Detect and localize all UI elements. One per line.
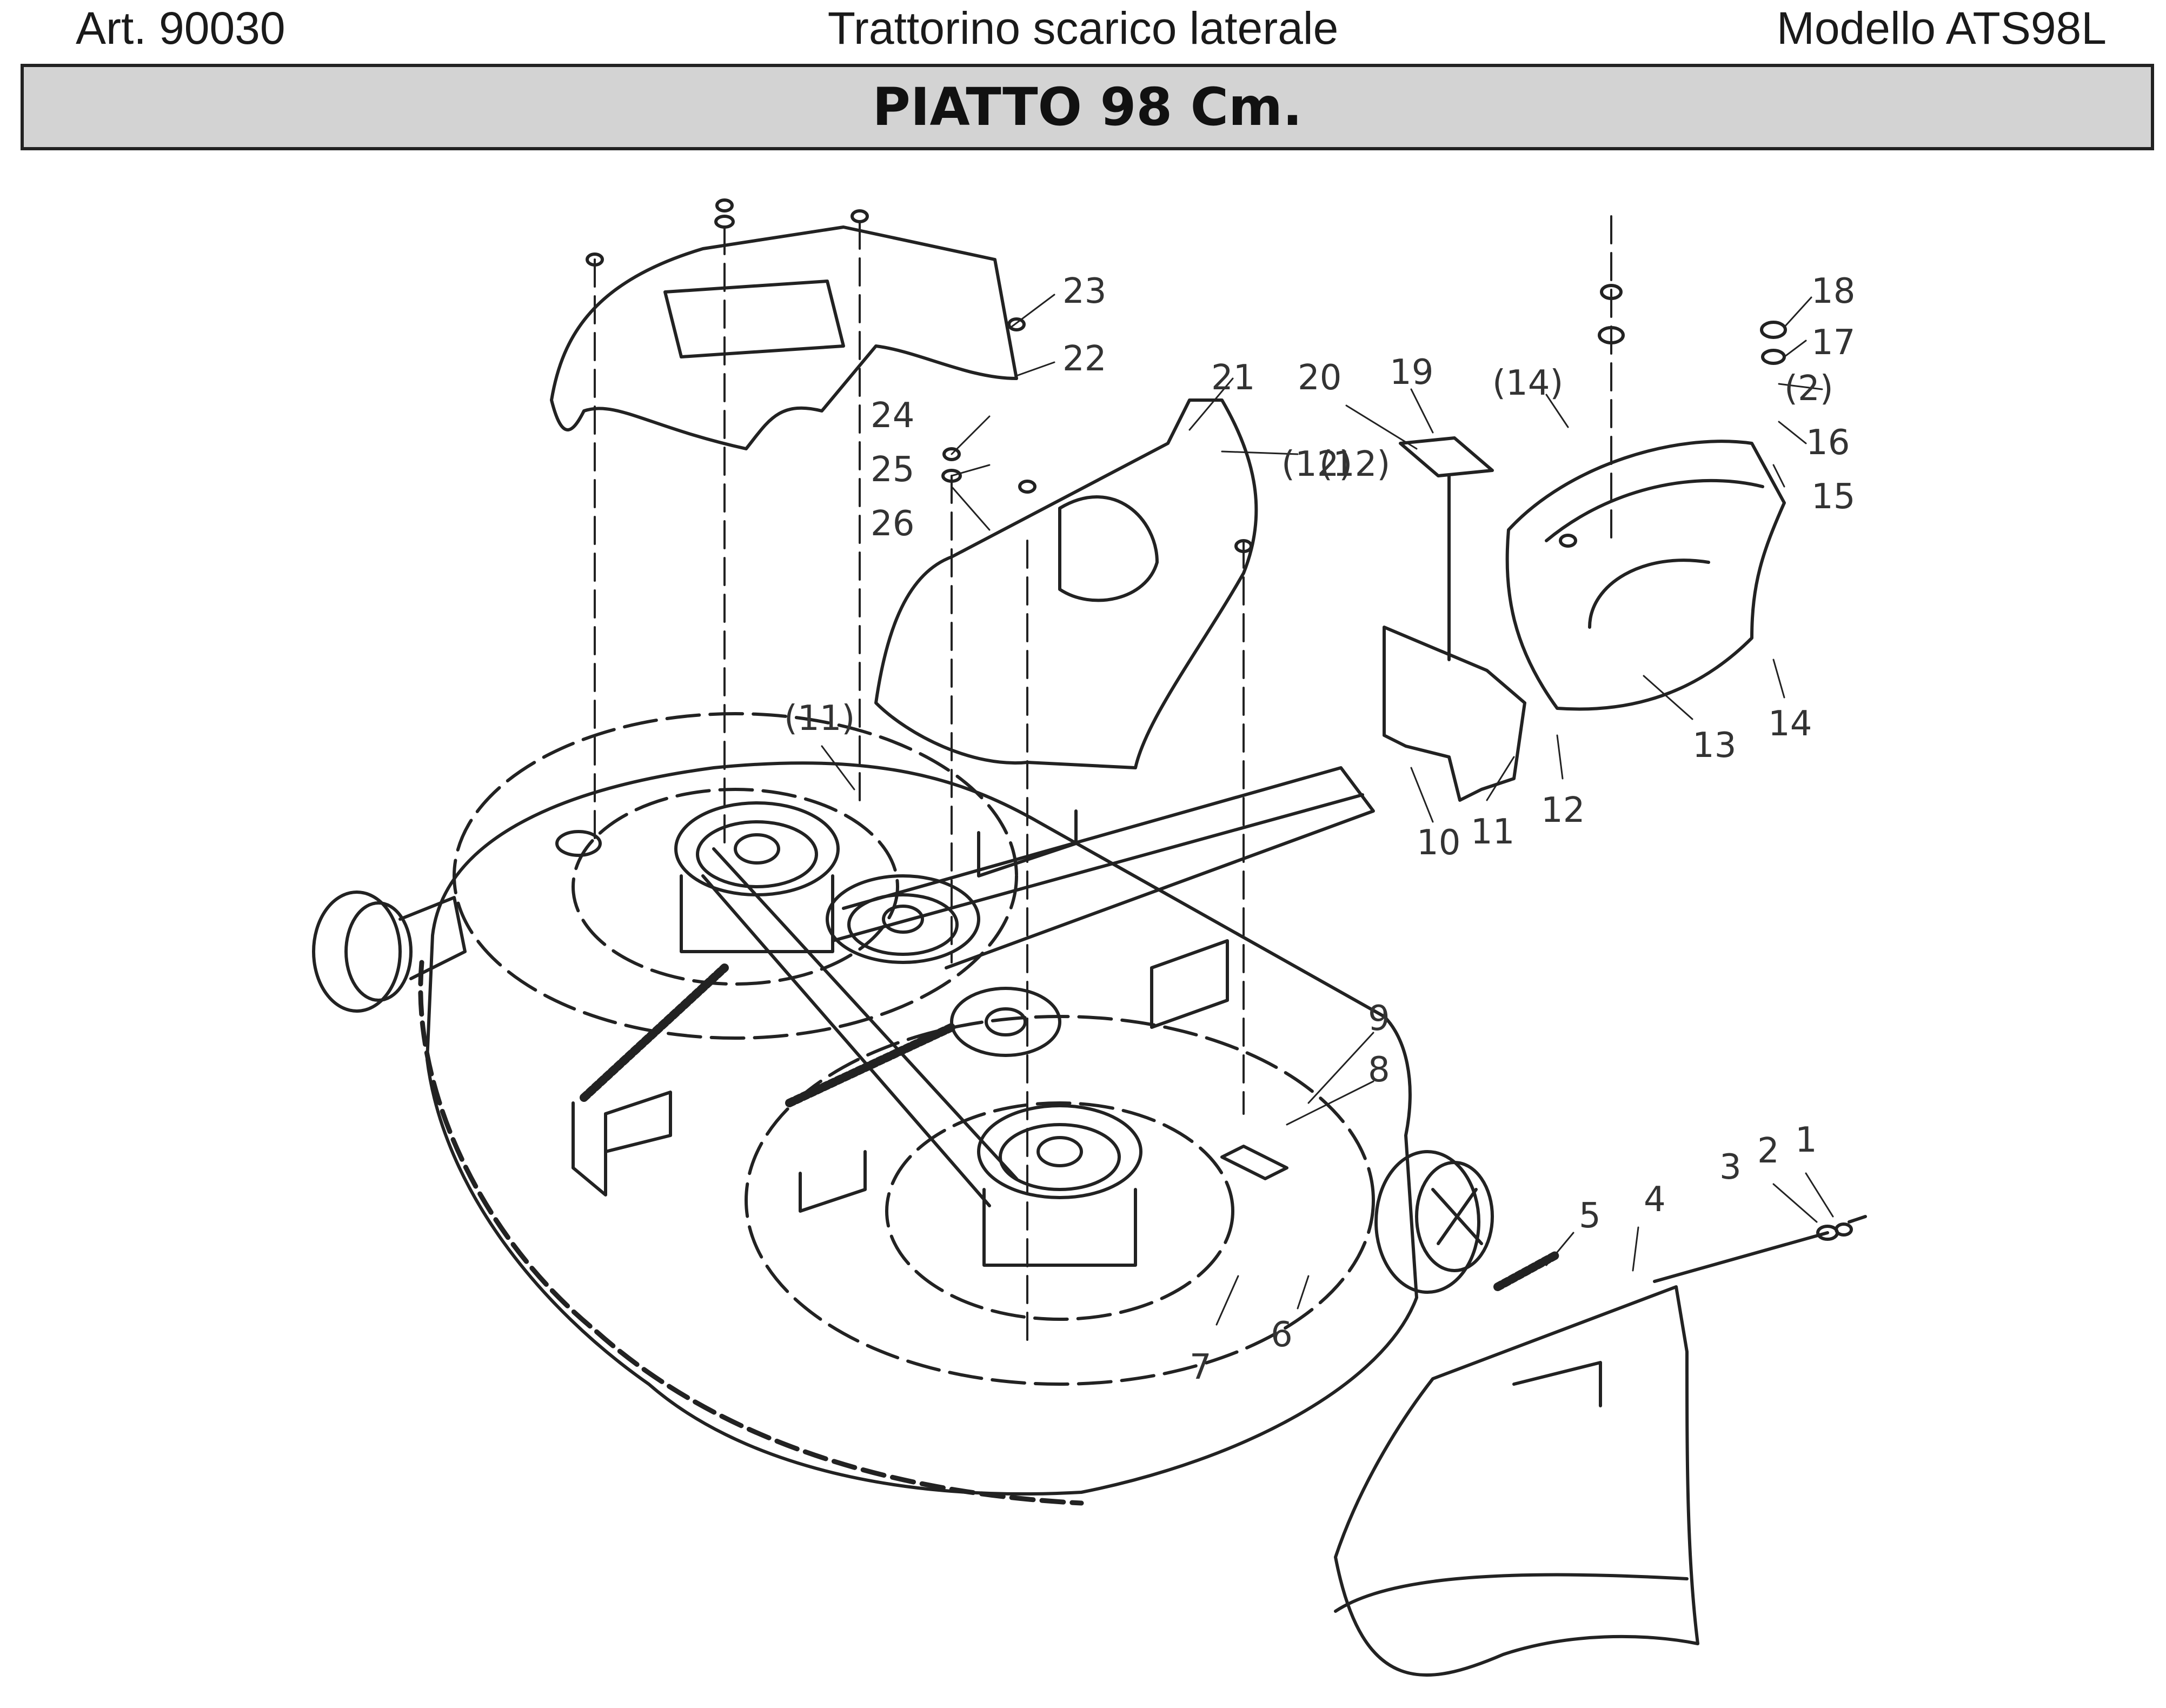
assembly-lines [594,215,1612,1342]
title-bar: PIATTO 98 Cm. [21,64,2154,150]
callout-22: 22 [1062,339,1106,379]
tension-spring [580,963,1562,1291]
page-title: PIATTO 98 Cm. [872,77,1303,137]
drive-belt [701,766,1375,1207]
idler-pulley [950,987,1061,1057]
belt-cover-right [874,398,1258,769]
callout-9: 9 [1368,999,1390,1039]
callout-12-parenthesized-left: (12) [1319,444,1390,484]
model-number: Modello ATS98L [1776,3,2107,54]
rear-wheel [1374,1150,1494,1294]
callout-11-parenthesized: (11) [784,699,855,739]
callout-2: 2 [1757,1131,1779,1171]
callout-10: 10 [1417,823,1460,863]
callout-11: 11 [1471,812,1514,852]
page-header: Art. 90030 Trattorino scarico laterale M… [0,0,2166,59]
callout-25: 25 [871,450,914,490]
callout-7: 7 [1190,1347,1212,1387]
callout-8: 8 [1368,1050,1390,1090]
callout-19: 19 [1390,353,1433,393]
callout-14-parenthesized: (14) [1492,363,1563,403]
deck-hanger [1383,436,1526,802]
article-number: Art. 90030 [76,3,285,54]
callout-14: 14 [1768,704,1812,744]
leader-lines [821,294,1834,1326]
pivot-rod [1653,1215,1867,1283]
callout-2-parenthesized: (2) [1784,369,1833,409]
callout-20: 20 [1298,358,1341,398]
front-wheel [312,890,467,1013]
callout-23: 23 [1062,271,1106,311]
pulley-right [977,1104,1142,1267]
pulley-center [826,874,980,964]
hardware [555,198,1787,857]
callout-3: 3 [1719,1147,1742,1187]
callout-6: 6 [1271,1315,1293,1355]
callout-16: 16 [1806,423,1850,463]
discharge-bucket [1505,440,1786,711]
belt-cover-left [550,225,1018,450]
callout-4: 4 [1644,1180,1666,1220]
product-description: Trattorino scarico laterale [827,3,1339,54]
pulley-left [674,801,840,953]
callout-15: 15 [1811,477,1855,517]
callout-18: 18 [1811,271,1855,311]
callout-26: 26 [871,504,914,544]
callout-1: 1 [1795,1120,1817,1160]
callout-21: 21 [1211,358,1255,398]
discharge-chute [1334,1285,1699,1677]
callout-24: 24 [871,396,914,436]
callouts: 23 22 21 20 19 (14) 18 17 (2) 16 15 24 2… [784,271,1855,1387]
callout-13: 13 [1692,726,1736,766]
callout-17: 17 [1811,323,1855,363]
callout-12: 12 [1541,790,1585,830]
callout-12-parenthesized-top: (12) [1281,444,1352,484]
callout-5: 5 [1579,1196,1601,1236]
